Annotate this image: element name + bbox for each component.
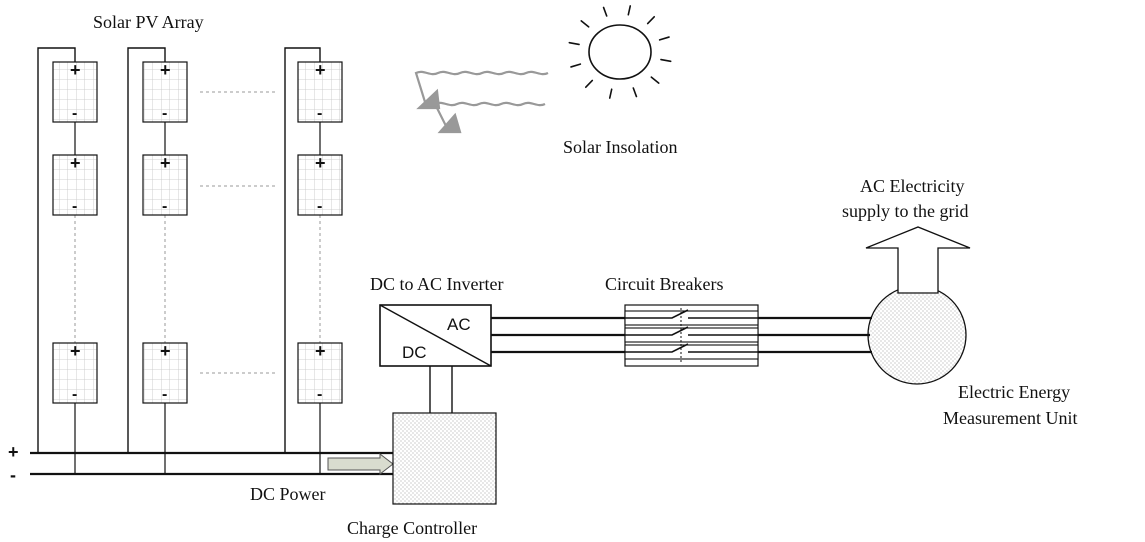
inverter-ac-label: AC [447, 315, 471, 334]
panel-plus-sign: + [70, 341, 81, 361]
bus-plus-sign: + [8, 442, 19, 462]
dc-power-label: DC Power [250, 484, 326, 504]
pv-panel: +- [52, 60, 98, 123]
panel-plus-sign: + [70, 153, 81, 173]
panel-minus-sign: - [162, 386, 167, 403]
sun-icon [568, 5, 672, 99]
meter-label: Electric Energy [958, 382, 1070, 402]
breakers-title: Circuit Breakers [605, 274, 723, 294]
array-title: Solar PV Array [93, 12, 204, 32]
panel-minus-sign: - [162, 105, 167, 122]
grid-supply-label: supply to the grid [842, 201, 969, 221]
panel-plus-sign: + [315, 60, 326, 80]
panel-minus-sign: - [72, 198, 77, 215]
panel-plus-sign: + [315, 153, 326, 173]
panel-minus-sign: - [317, 386, 322, 403]
pv-panel: +- [297, 341, 343, 404]
inverter-title: DC to AC Inverter [370, 274, 503, 294]
pv-panel: +- [297, 153, 343, 216]
pv-panel: +- [142, 153, 188, 216]
panel-minus-sign: - [317, 198, 322, 215]
bus-minus-sign: - [10, 465, 16, 485]
pv-panel: +- [52, 341, 98, 404]
panel-minus-sign: - [162, 198, 167, 215]
panel-minus-sign: - [72, 386, 77, 403]
panel-minus-sign: - [317, 105, 322, 122]
charge-controller-box [392, 412, 497, 505]
circuit-breakers [624, 304, 759, 367]
dc-power-arrow-icon [327, 452, 394, 476]
array-rail [127, 47, 166, 453]
inverter-box [379, 304, 492, 367]
inverter-controller-link [429, 366, 453, 413]
insolation-arrows-icon [414, 70, 549, 134]
insolation-label: Solar Insolation [563, 137, 678, 157]
panel-minus-sign: - [72, 105, 77, 122]
pv-panel: +- [142, 60, 188, 123]
dc-bus [30, 451, 393, 476]
panel-plus-sign: + [160, 153, 171, 173]
pv-panel: +- [142, 341, 188, 404]
inverter-dc-label: DC [402, 343, 427, 362]
pv-array: +-+-+-+-+-+-+-+-+- [37, 47, 343, 474]
grid-supply-arrow-icon [865, 226, 971, 294]
panel-plus-sign: + [315, 341, 326, 361]
meter-label-2: Measurement Unit [943, 408, 1077, 428]
panel-plus-sign: + [70, 60, 81, 80]
charge-controller-label: Charge Controller [347, 518, 477, 538]
pv-panel: +- [297, 60, 343, 123]
panel-plus-sign: + [160, 341, 171, 361]
ac-electricity-label: AC Electricity [860, 176, 964, 196]
array-rail [37, 47, 76, 453]
energy-meter [867, 285, 967, 385]
ac-lines [491, 316, 872, 354]
array-rail [284, 47, 321, 453]
panel-plus-sign: + [160, 60, 171, 80]
pv-panel: +- [52, 153, 98, 216]
